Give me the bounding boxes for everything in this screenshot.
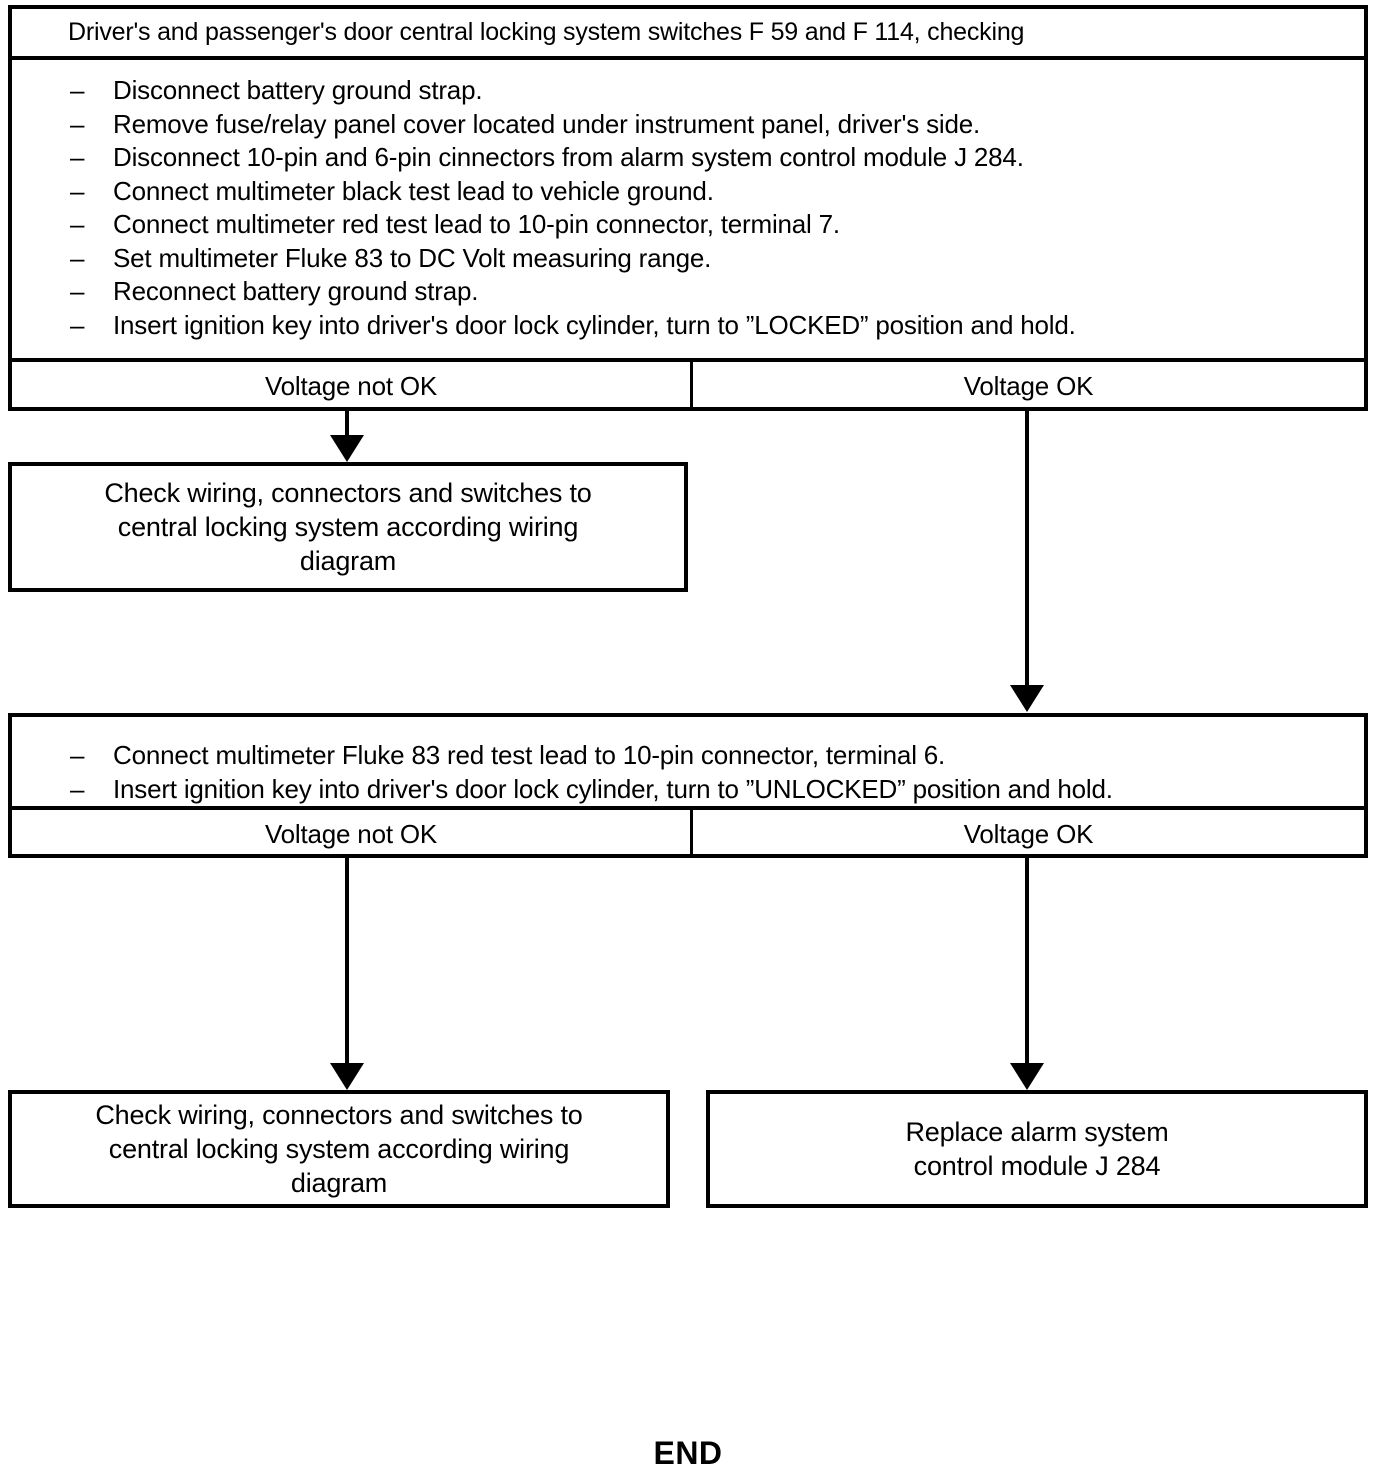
step-dash: – xyxy=(70,740,85,770)
branch-1-not-ok-label: Voltage not OK xyxy=(264,371,438,401)
step-text: Insert ignition key into driver's door l… xyxy=(113,309,1076,340)
step-item: – Connect multimeter black test lead to … xyxy=(70,175,1344,209)
test-block-1-header-text: Driver's and passenger's door central lo… xyxy=(68,18,1025,46)
step-dash: – xyxy=(70,276,85,306)
result-line: control module J 284 xyxy=(913,1151,1161,1181)
connector-arrowhead-b2-not-ok xyxy=(330,1063,364,1090)
step-item: – Disconnect 10-pin and 6-pin cinnectors… xyxy=(70,141,1344,175)
result-line: Check wiring, connectors and switches to xyxy=(95,1100,583,1130)
result-check-wiring-2: Check wiring, connectors and switches to… xyxy=(8,1090,670,1208)
result-line: central locking system according wiring xyxy=(117,512,579,542)
step-dash: – xyxy=(70,773,85,804)
connector-line-b1-ok xyxy=(1025,411,1029,687)
step-item: – Set multimeter Fluke 83 to DC Volt mea… xyxy=(70,242,1344,276)
test-block-2-frame xyxy=(8,713,1368,858)
connector-arrowhead-b2-ok xyxy=(1010,1063,1044,1090)
step-item: – Disconnect battery ground strap. xyxy=(70,74,1344,108)
result-line: central locking system according wiring xyxy=(108,1134,570,1164)
step-text: Connect multimeter red test lead to 10-p… xyxy=(113,209,840,239)
test-block-2-steps: – Connect multimeter Fluke 83 red test l… xyxy=(12,727,1364,804)
test-block-2-branch-divider xyxy=(8,806,1368,810)
test-block-1-steps: – Disconnect battery ground strap. – Rem… xyxy=(12,62,1364,355)
branch-2-not-ok: Voltage not OK xyxy=(12,810,690,858)
test-block-1-header: Driver's and passenger's door central lo… xyxy=(12,9,1364,56)
step-dash: – xyxy=(70,242,85,273)
step-text: Set multimeter Fluke 83 to DC Volt measu… xyxy=(113,242,712,273)
end-label: END xyxy=(0,1435,1376,1472)
step-text: Reconnect battery ground strap. xyxy=(113,276,479,306)
step-text: Insert ignition key into driver's door l… xyxy=(113,773,1113,804)
step-item: – Connect multimeter red test lead to 10… xyxy=(70,208,1344,242)
result-check-wiring-1-text: Check wiring, connectors and switches to… xyxy=(94,476,601,578)
branch-2-ok-label: Voltage OK xyxy=(963,818,1094,849)
end-label-text: END xyxy=(653,1435,723,1471)
test-block-2-branch-vdivider xyxy=(690,810,693,858)
result-line: diagram xyxy=(299,546,397,576)
step-dash: – xyxy=(70,309,85,340)
result-replace-module: Replace alarm system control module J 28… xyxy=(706,1090,1368,1208)
branch-1-ok-label: Voltage OK xyxy=(963,371,1094,401)
connector-line-b2-ok xyxy=(1025,858,1029,1065)
result-check-wiring-2-text: Check wiring, connectors and switches to… xyxy=(85,1098,592,1200)
step-text: Connect multimeter Fluke 83 red test lea… xyxy=(113,740,946,770)
branch-2-not-ok-label: Voltage not OK xyxy=(264,818,438,849)
test-block-1-header-divider xyxy=(8,56,1368,60)
step-item: – Reconnect battery ground strap. xyxy=(70,275,1344,309)
step-dash: – xyxy=(70,175,85,206)
step-text: Disconnect battery ground strap. xyxy=(113,75,483,105)
step-text: Disconnect 10-pin and 6-pin cinnectors f… xyxy=(113,142,1024,172)
result-line: Check wiring, connectors and switches to xyxy=(104,478,592,508)
step-dash: – xyxy=(70,108,85,139)
result-replace-module-text: Replace alarm system control module J 28… xyxy=(895,1115,1178,1183)
step-item: – Insert ignition key into driver's door… xyxy=(70,773,1344,807)
step-dash: – xyxy=(70,209,85,239)
step-text: Remove fuse/relay panel cover located un… xyxy=(113,108,980,139)
step-item: – Connect multimeter Fluke 83 red test l… xyxy=(70,739,1344,773)
test-block-1-branch-divider xyxy=(8,358,1368,362)
test-block-1-branch-vdivider xyxy=(690,362,693,411)
branch-1-ok: Voltage OK xyxy=(693,362,1364,411)
test-block-1-frame xyxy=(8,5,1368,411)
connector-line-b2-not-ok xyxy=(345,858,349,1065)
step-dash: – xyxy=(70,75,85,105)
step-item: – Insert ignition key into driver's door… xyxy=(70,309,1344,343)
branch-2-ok: Voltage OK xyxy=(693,810,1364,858)
result-line: Replace alarm system xyxy=(905,1117,1169,1147)
result-line: diagram xyxy=(290,1168,388,1198)
step-item: – Remove fuse/relay panel cover located … xyxy=(70,108,1344,142)
result-check-wiring-1: Check wiring, connectors and switches to… xyxy=(8,462,688,592)
connector-arrowhead-b1-not-ok xyxy=(330,435,364,462)
step-text: Connect multimeter black test lead to ve… xyxy=(113,175,714,206)
connector-arrowhead-b1-ok xyxy=(1010,685,1044,712)
branch-1-not-ok: Voltage not OK xyxy=(12,362,690,411)
step-dash: – xyxy=(70,142,85,172)
connector-line-b1-not-ok xyxy=(345,411,349,438)
